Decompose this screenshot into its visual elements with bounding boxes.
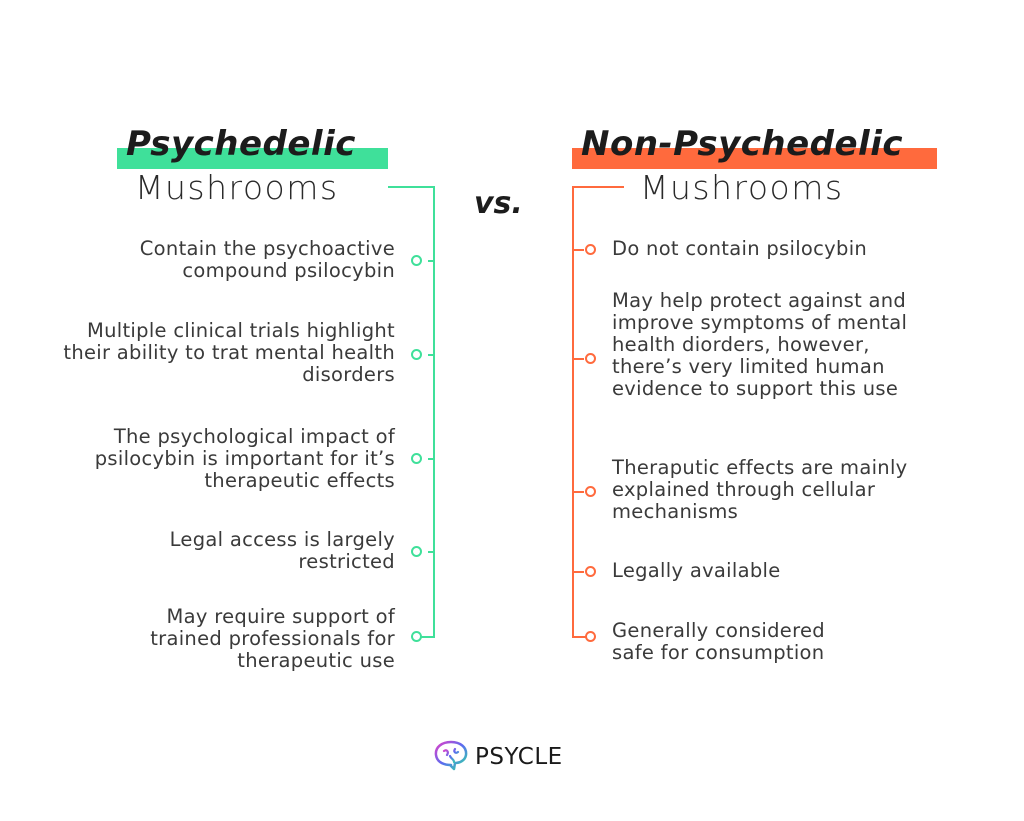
left-bullet-3 bbox=[411, 453, 422, 464]
right-item-5: Generally considered safe for consumptio… bbox=[612, 619, 825, 664]
right-vertical-line bbox=[572, 186, 574, 638]
right-bullet-1 bbox=[585, 244, 596, 255]
right-bullet-2 bbox=[585, 353, 596, 364]
right-tick-1 bbox=[572, 249, 584, 251]
right-item-1: Do not contain psilocybin bbox=[612, 237, 868, 260]
right-title-highlight bbox=[572, 148, 937, 169]
right-tick-4 bbox=[572, 571, 584, 573]
right-title: Non-Psychedelic bbox=[581, 124, 904, 164]
left-tick-2 bbox=[428, 354, 434, 356]
left-vertical-line bbox=[433, 186, 435, 638]
left-header-connector bbox=[388, 186, 435, 188]
left-item-5: May require support of trained professio… bbox=[150, 605, 395, 672]
right-subtitle: Mushrooms bbox=[640, 168, 844, 207]
left-tick-5 bbox=[420, 636, 435, 638]
right-item-4: Legally available bbox=[612, 559, 781, 582]
left-item-1: Contain the psychoactive compound psiloc… bbox=[139, 237, 395, 282]
right-tick-5 bbox=[572, 636, 586, 638]
left-bullet-2 bbox=[411, 349, 422, 360]
left-tick-1 bbox=[428, 260, 434, 262]
left-tick-4 bbox=[428, 551, 434, 553]
right-item-2: May help protect against and improve sym… bbox=[612, 289, 908, 400]
left-item-3: The psychological impact of psilocybin i… bbox=[94, 425, 395, 492]
right-item-3: Theraputic effects are mainly explained … bbox=[612, 456, 908, 523]
left-title: Psychedelic bbox=[126, 124, 356, 164]
right-header-connector bbox=[572, 186, 624, 188]
left-bullet-4 bbox=[411, 546, 422, 557]
left-item-2: Multiple clinical trials highlight their… bbox=[63, 319, 395, 386]
left-bullet-1 bbox=[411, 255, 422, 266]
right-bullet-4 bbox=[585, 566, 596, 577]
brain-icon bbox=[433, 739, 469, 775]
left-subtitle: Mushrooms bbox=[135, 168, 339, 207]
right-tick-3 bbox=[572, 491, 584, 493]
right-bullet-3 bbox=[585, 486, 596, 497]
right-bullet-5 bbox=[585, 631, 596, 642]
left-bullet-5 bbox=[411, 631, 422, 642]
left-tick-3 bbox=[428, 458, 434, 460]
right-tick-2 bbox=[572, 358, 584, 360]
logo-text: PSYCLE bbox=[475, 744, 563, 770]
vs-label: vs. bbox=[474, 186, 523, 221]
left-title-highlight bbox=[117, 148, 388, 169]
left-item-4: Legal access is largely restricted bbox=[169, 528, 395, 573]
psycle-logo: PSYCLE bbox=[433, 739, 563, 775]
